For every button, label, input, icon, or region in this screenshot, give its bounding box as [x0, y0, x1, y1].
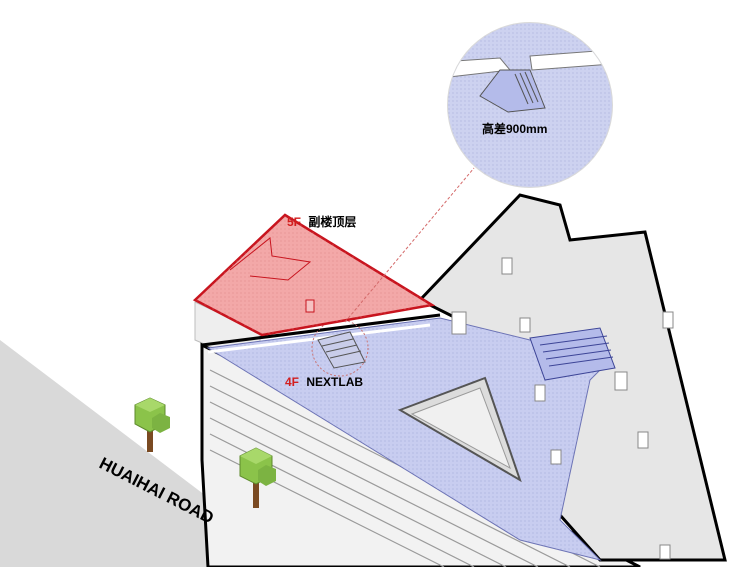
level4-name: NEXTLAB — [306, 375, 363, 389]
level4-parapet — [201, 313, 441, 347]
level4-floor-texture — [208, 318, 610, 560]
callout-leader — [344, 167, 475, 323]
staircase-icon — [529, 327, 616, 381]
columns — [451, 257, 674, 560]
level5-roof-texture — [195, 215, 432, 335]
level5-floor: 5F — [287, 215, 301, 229]
tree-icon — [134, 397, 170, 452]
level5-label: 5F 副楼顶层 — [287, 214, 356, 229]
level5-name: 副楼顶层 — [308, 214, 356, 229]
level4-floor: 4F — [285, 375, 299, 389]
magnifier-callout — [447, 22, 613, 188]
tree-icon — [239, 447, 276, 508]
level4-label: 4F NEXTLAB — [285, 375, 363, 389]
junction-focus-circle — [311, 319, 369, 377]
level5-parapet-detail — [229, 237, 312, 281]
height-diff-label: 高差900mm — [482, 121, 547, 136]
junction-stair — [317, 331, 366, 369]
